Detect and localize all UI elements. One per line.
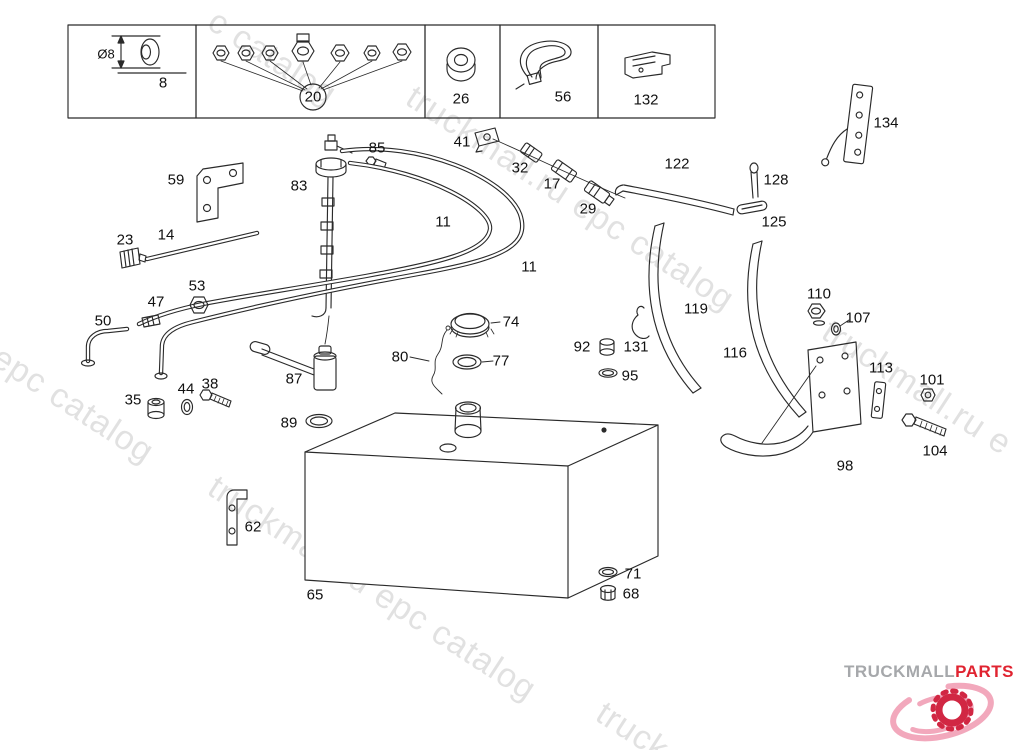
part-label-44: 44 [177,380,195,398]
part-125-pin [736,200,768,215]
part-35-spacer [147,397,165,420]
part-89-gasket [305,413,333,429]
part-134-bracket [821,83,874,167]
part-label-26: 26 [452,90,470,108]
legend-part-56-cable-tie [515,40,572,90]
part-92-cap [599,338,615,356]
part-119-strap [648,222,702,394]
part-41-clamp [474,127,500,153]
part-label-59: 59 [167,171,185,189]
part-29-fitting [583,180,615,207]
part-label-95: 95 [621,367,639,385]
part-label-50: 50 [94,312,112,330]
part-label-20: 20 [304,88,322,106]
legend-part-20-fittings [212,33,412,111]
part-98-bracket [720,341,862,457]
part-label-62: 62 [244,518,262,536]
part-47-union [141,314,161,328]
part-label-116: 116 [723,344,747,362]
part-label-87: 87 [285,370,303,388]
part-95-ring [598,368,618,378]
part-87-valve [249,315,337,391]
brand-logo-gray: TRUCKMALL [843,662,956,681]
part-label-132: 132 [633,91,659,109]
part-113-plate [870,381,887,419]
legend-boxes [67,24,716,119]
part-104-bolt [901,413,947,437]
brand-logo-red: PARTS [955,662,1014,681]
part-77-seal-ring [452,354,482,370]
part-80-cap-chain [431,325,451,395]
part-38-bolt [199,389,232,408]
part-65-fuel-tank [304,401,659,599]
part-71-seal-ring [598,566,618,578]
part-label-101: 101 [919,371,945,389]
part-68-drain-plug [599,584,617,601]
legend-part-26-grommet [446,47,476,82]
part-label-107: 107 [845,309,871,327]
part-label-29: 29 [579,200,597,218]
part-label-122: 122 [664,155,690,173]
part-62-bracket [226,489,248,546]
part-label-113: 113 [869,359,893,377]
part-label-35: 35 [124,391,142,409]
part-label-Ø8: Ø8 [97,46,115,62]
part-label-32: 32 [511,159,529,177]
part-label-125: 125 [761,213,787,231]
part-label-11: 11 [435,213,451,231]
part-label-68: 68 [622,585,640,603]
part-label-89: 89 [280,414,298,432]
part-101-nut [920,388,936,402]
part-label-17: 17 [543,175,561,193]
part-label-119: 119 [684,300,708,318]
part-label-98: 98 [836,457,854,475]
part-116-strap [747,240,807,418]
part-50-elbow-flange [80,359,96,367]
part-label-104: 104 [922,442,948,460]
part-label-47: 47 [147,293,165,311]
part-128-cotter-pin [749,162,759,199]
part-83-sender-unit [311,134,353,318]
part-107-washer [830,322,842,336]
legend-part-8-bushing [111,35,187,74]
part-122-strap [614,184,735,216]
part-74-filler-cap [449,312,495,338]
part-label-85: 85 [368,139,386,157]
part-label-8: 8 [158,74,168,92]
part-label-83: 83 [290,177,308,195]
brand-logo: TRUCKMALLPARTS [840,662,1014,682]
part-label-71: 71 [624,565,642,583]
part-label-80: 80 [391,348,409,366]
part-label-56: 56 [554,88,572,106]
part-44-ring [180,398,194,416]
logo-gear [890,682,994,742]
part-110-nut [807,303,826,326]
part-23-plug [119,247,147,269]
part-label-131: 131 [623,338,649,356]
part-label-74: 74 [502,313,520,331]
part-label-41: 41 [453,133,471,151]
part-label-128: 128 [763,171,789,189]
part-label-77: 77 [492,352,510,370]
part-131-hook [631,305,650,340]
part-53-nut [189,296,209,314]
part-label-38: 38 [201,375,219,393]
part-label-110: 110 [807,285,831,303]
leader-lines [409,319,850,363]
part-label-134: 134 [873,114,899,132]
part-17-sleeve [550,159,578,183]
part-label-11: 11 [521,258,537,276]
part-11-hose-end-flange [154,372,168,380]
part-label-53: 53 [188,277,206,295]
part-59-bracket [196,162,244,223]
part-label-14: 14 [157,226,175,244]
part-label-92: 92 [573,338,591,356]
legend-part-132-clip [624,51,671,79]
part-32-sleeve [520,142,543,163]
part-label-65: 65 [306,586,324,604]
part-label-23: 23 [116,231,134,249]
